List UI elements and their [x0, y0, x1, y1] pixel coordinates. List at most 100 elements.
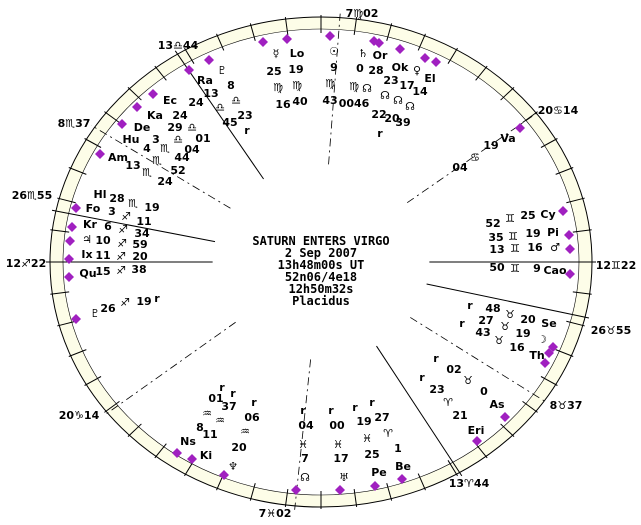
- planet-label: 40: [292, 95, 308, 108]
- degree-tick: [184, 47, 195, 64]
- planet-label: 04: [184, 143, 200, 156]
- planet-label: ☊: [393, 94, 403, 107]
- degree-tick: [284, 488, 289, 507]
- planet-marker: [335, 485, 345, 495]
- planet-label: ♓: [362, 432, 372, 445]
- degree-tick: [540, 138, 558, 148]
- planet-label: Eri: [468, 424, 485, 437]
- planet-label: 27: [374, 411, 389, 424]
- planet-label: ♒: [215, 414, 225, 427]
- planet-label: 8: [227, 79, 235, 92]
- planet-marker: [544, 348, 554, 358]
- planet-marker: [395, 44, 405, 54]
- planet-label: 50: [489, 261, 505, 274]
- planet-label: ♉: [500, 320, 510, 333]
- planet-label: 16: [275, 98, 291, 111]
- retrograde-marker: r: [433, 352, 439, 365]
- planet-label: ♎: [231, 94, 241, 107]
- planet-label: 43: [475, 326, 490, 339]
- planet-label: 35: [488, 231, 503, 244]
- degree-tick: [104, 111, 120, 123]
- planet-label: Kr: [83, 218, 98, 231]
- planet-marker: [565, 244, 575, 254]
- planet-label: 17: [399, 79, 414, 92]
- degree-tick: [68, 349, 87, 357]
- planet-label: ♀: [413, 64, 421, 77]
- planet-label: Va: [500, 132, 515, 145]
- planet-label: Or: [373, 49, 388, 62]
- planet-label: 20: [384, 112, 400, 125]
- planet-label: 19: [288, 63, 303, 76]
- house-cusp-label: 20♋14: [538, 104, 579, 117]
- degree-tick: [249, 23, 256, 41]
- planet-label: ☊: [380, 89, 390, 102]
- planet-label: ♐: [118, 223, 128, 236]
- planet-label: 52: [485, 217, 500, 230]
- planet-marker: [219, 470, 229, 480]
- planet-label: ☿: [273, 47, 280, 60]
- planet-marker: [540, 358, 550, 368]
- planet-marker: [64, 254, 74, 264]
- planet-markers: [64, 31, 575, 495]
- degree-tick: [68, 167, 87, 175]
- house-cusp-label: 7♍02: [346, 7, 379, 20]
- retrograde-marker: r: [230, 387, 236, 400]
- planet-label: ♉: [505, 308, 515, 321]
- planet-label: ♎: [215, 101, 225, 114]
- planet-label: Ec: [163, 94, 177, 107]
- house-cusp-label: 20♑14: [59, 409, 100, 422]
- degree-tick: [555, 167, 574, 175]
- planet-label: 10: [95, 234, 111, 247]
- planet-label: ♇: [90, 307, 100, 320]
- planet-label: ♆: [228, 460, 238, 473]
- chart-time: 13h48m00s UT: [278, 258, 365, 272]
- degree-tick: [500, 86, 515, 101]
- degree-tick: [540, 376, 558, 386]
- planet-label: ♎: [173, 133, 183, 146]
- planet-label: 11: [202, 428, 217, 441]
- center-info: SATURN ENTERS VIRGO 2 Sep 2007 13h48m00s…: [252, 234, 389, 308]
- degree-tick: [386, 23, 393, 41]
- planet-label: ♍: [273, 81, 283, 94]
- planet-label: 4: [143, 142, 151, 155]
- planet-label: Th: [529, 349, 544, 362]
- retrograde-marker: r: [251, 396, 257, 409]
- planet-label: 8: [196, 421, 204, 434]
- planet-label: 0: [356, 62, 364, 75]
- house-cusp-label: 13♈44: [449, 477, 490, 490]
- house-cusp-label: 12♊22: [596, 259, 636, 272]
- planet-label: 00: [329, 419, 345, 432]
- planet-label: 43: [322, 94, 337, 107]
- house-cusp-label: 13♎44: [158, 39, 199, 52]
- planet-marker: [431, 57, 441, 67]
- planet-label: 01: [208, 392, 223, 405]
- chart-title: SATURN ENTERS VIRGO: [252, 234, 389, 248]
- planet-label: Cao: [543, 264, 566, 277]
- planet-label: As: [489, 398, 505, 411]
- planet-label: 45: [222, 116, 237, 129]
- planet-label: ♐: [116, 250, 126, 263]
- planet-label: ♒: [240, 425, 250, 438]
- planet-label: 29: [167, 121, 182, 134]
- planet-marker: [184, 65, 194, 75]
- planet-label: 06: [244, 411, 260, 424]
- planet-label: 28: [368, 64, 383, 77]
- house-cusp-label: 12♐22: [6, 257, 46, 270]
- planet-label: ♎: [187, 121, 197, 134]
- house-cusp-line: [328, 13, 341, 165]
- degree-tick: [154, 443, 167, 459]
- planet-label: 14: [412, 85, 428, 98]
- planet-label: 1: [394, 442, 402, 455]
- planet-label: 38: [131, 263, 146, 276]
- planet-label: 37: [221, 400, 236, 413]
- house-cusp-labels: 12♊2220♋147♍0213♎448♏3726♏5512♐2220♑147♓…: [6, 7, 636, 520]
- planet-label: 24: [157, 175, 173, 188]
- planet-marker: [204, 55, 214, 65]
- planet-label: 11: [95, 249, 110, 262]
- planet-label: 23: [237, 109, 252, 122]
- planet-label: 26: [100, 302, 116, 315]
- planet-label: ♇: [217, 64, 227, 77]
- planet-label: 28: [109, 192, 124, 205]
